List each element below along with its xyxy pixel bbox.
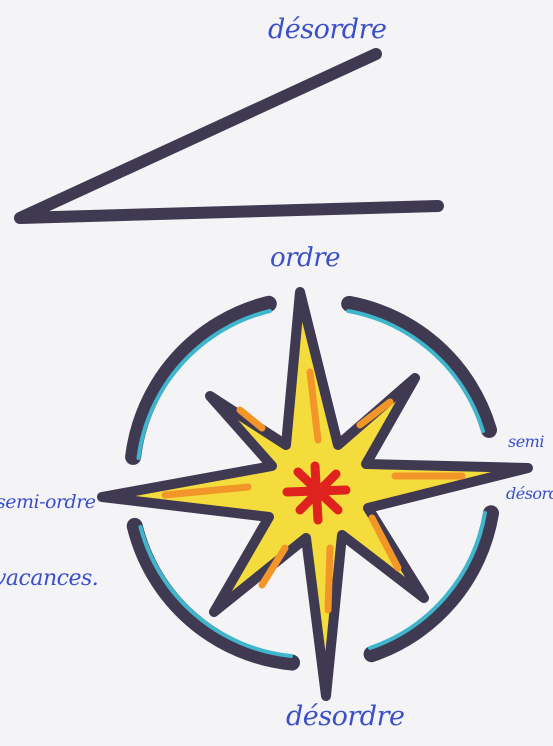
compass-rose-icon [102, 292, 528, 696]
label-semi-right: semi [508, 432, 544, 451]
compass-star [102, 292, 528, 696]
label-semi-ordre-left: semi-ordre [0, 491, 96, 513]
wedge-symbol [20, 54, 438, 218]
label-top-desordre: désordre [268, 14, 386, 45]
label-vacances: vacances. [0, 566, 98, 591]
label-desordre-right: désordre [506, 484, 553, 503]
label-bottom-desordre: désordre [286, 701, 404, 732]
label-ordre: ordre [270, 243, 340, 273]
